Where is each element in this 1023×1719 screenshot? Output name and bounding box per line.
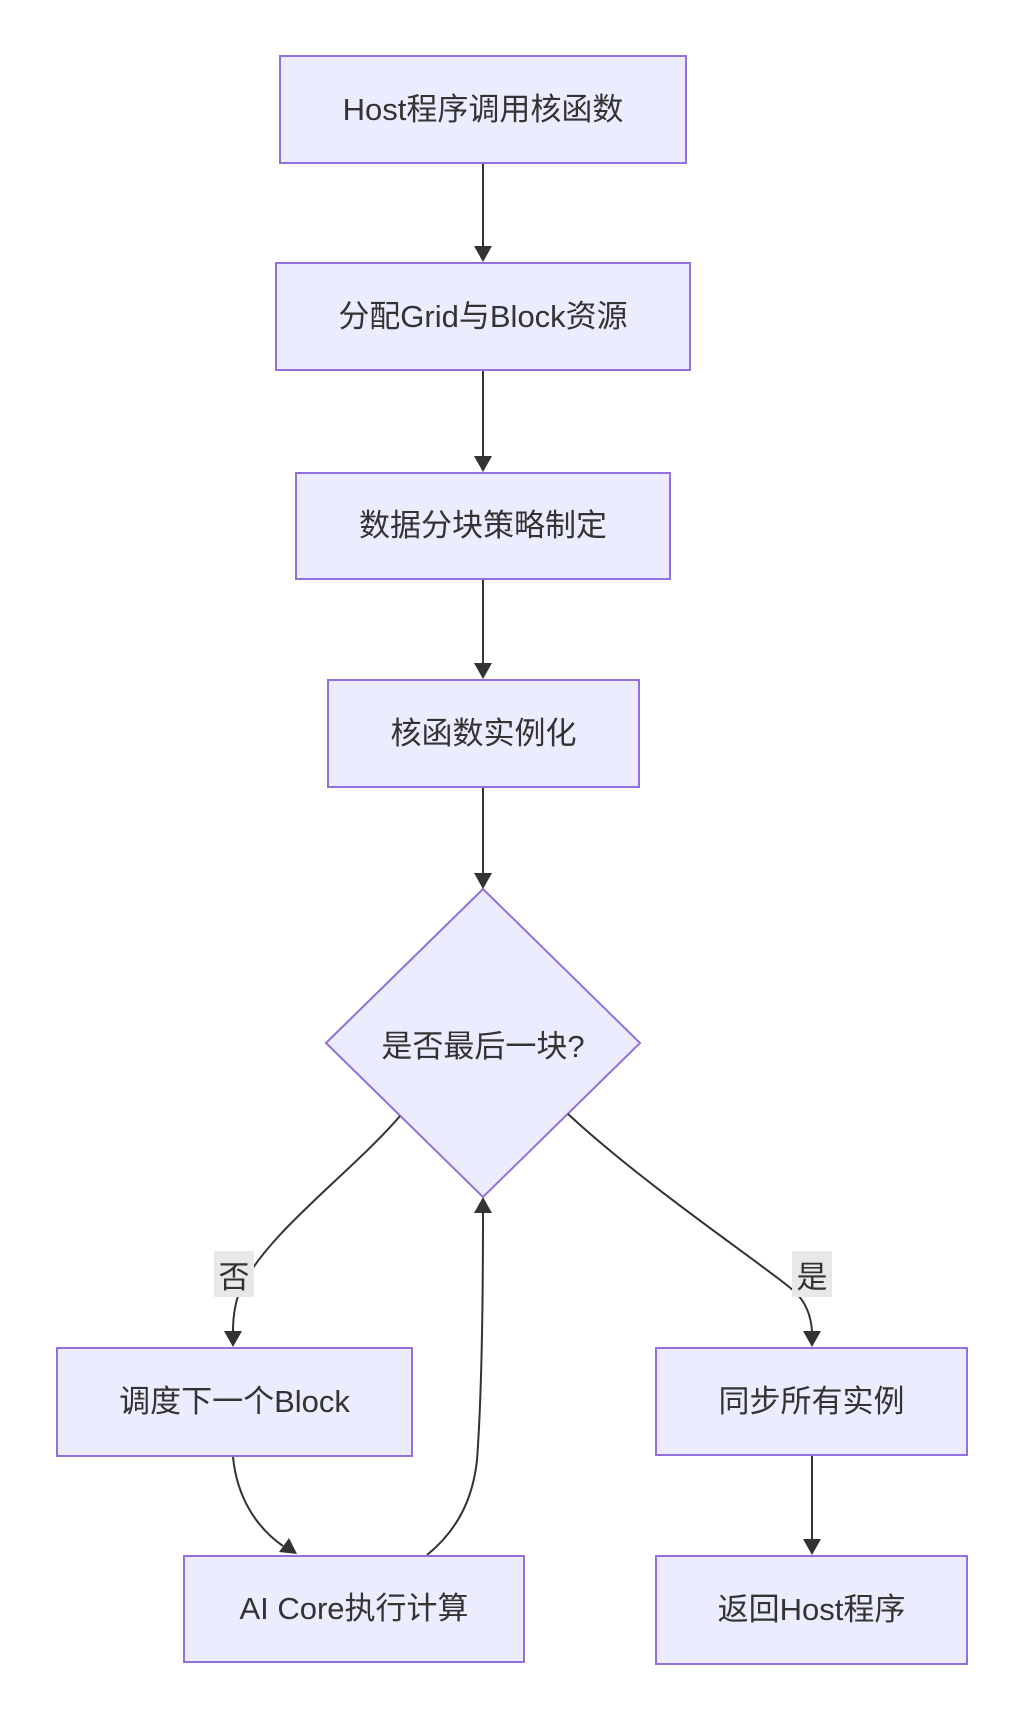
arrowhead-into-instantiate [474,663,492,679]
node-schedule-next-block: 调度下一个Block [56,1347,413,1457]
arrowhead-into-aicore [279,1538,297,1554]
edge-aicore-back-to-decision [426,1212,484,1556]
node-label: 调度下一个Block [119,1384,350,1420]
arrowhead-into-alloc [474,246,492,262]
arrowhead-into-tiling [474,456,492,472]
node-label: 是否最后一块? [381,1028,585,1064]
node-label: 返回Host程序 [717,1592,906,1628]
node-data-tiling-strategy: 数据分块策略制定 [295,472,671,580]
edge-decision-no-to-schedule [232,1115,401,1332]
node-return-host: 返回Host程序 [655,1555,968,1665]
node-label: 核函数实例化 [390,715,577,751]
arrowhead-into-return [803,1539,821,1555]
arrowhead-into-schedule [224,1331,242,1347]
edge-label-yes: 是 [792,1251,832,1297]
node-label: AI Core执行计算 [239,1591,469,1627]
node-label: 数据分块策略制定 [359,508,607,544]
arrowhead-into-sync [803,1331,821,1347]
node-label: Host程序调用核函数 [342,91,624,127]
node-label: 同步所有实例 [718,1383,905,1419]
edge-decision-yes-to-sync [567,1113,813,1332]
node-kernel-instantiation: 核函数实例化 [327,679,640,788]
edge-label-no: 否 [214,1251,254,1297]
node-sync-all-instances: 同步所有实例 [655,1347,968,1456]
node-label: 分配Grid与Block资源 [338,298,628,334]
arrowhead-into-decision-bottom [474,1197,492,1213]
node-decision-is-last-block: 是否最后一块? [336,1003,630,1083]
edge-schedule-to-aicore [232,1456,284,1547]
arrowhead-into-decision [474,873,492,889]
node-allocate-grid-block: 分配Grid与Block资源 [275,262,691,371]
node-ai-core-compute: AI Core执行计算 [183,1555,525,1663]
node-host-invoke-kernel: Host程序调用核函数 [279,55,687,164]
